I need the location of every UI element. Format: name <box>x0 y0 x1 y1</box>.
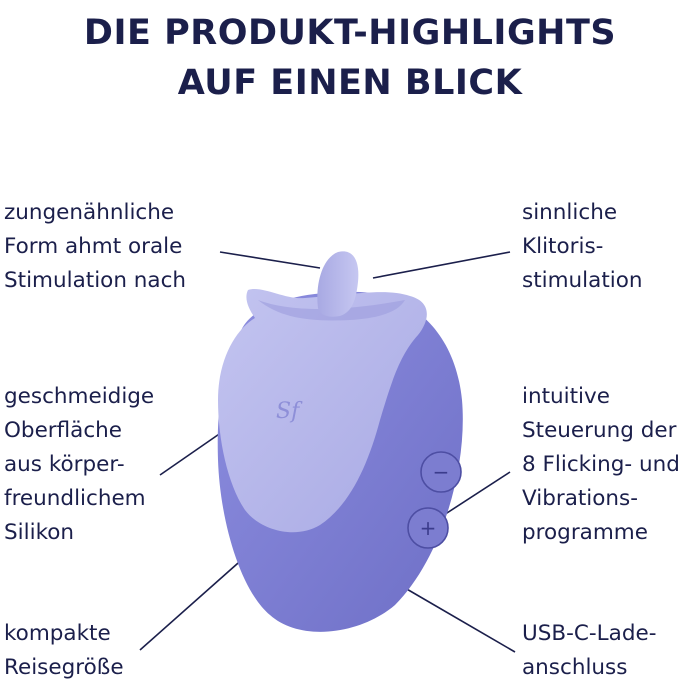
plus-icon: + <box>420 516 437 540</box>
leader-line-surface <box>159 429 226 476</box>
callout-intuitive-controls: intuitive Steuerung der 8 Flicking- und … <box>522 384 680 545</box>
product-top-shell <box>218 288 427 533</box>
control-buttons: − + <box>407 451 462 549</box>
leader-line-charging <box>404 587 516 653</box>
leader-lines <box>139 251 516 653</box>
plus-button[interactable] <box>407 507 449 549</box>
minus-icon: − <box>433 460 450 484</box>
callout-silicone-surface: geschmeidige Oberfläche aus körper- freu… <box>4 384 155 545</box>
headline-line-1: DIE PRODUKT-HIGHLIGHTS <box>83 13 617 53</box>
brand-logo: Sf <box>276 399 303 424</box>
callout-usb-c-charging: USB-C-Lade- anschluss <box>522 621 657 680</box>
leader-line-size <box>139 547 256 651</box>
callout-clitoral-stimulation: sinnliche Klitoris- stimulation <box>522 200 643 293</box>
product-tongue <box>317 251 359 317</box>
leader-line-clitoral <box>372 251 511 279</box>
callout-tongue-shape: zungenähnliche Form ahmt orale Stimulati… <box>4 200 187 293</box>
minus-button[interactable] <box>420 451 462 493</box>
headline: DIE PRODUKT-HIGHLIGHTS AUF EINEN BLICK <box>0 8 700 108</box>
leader-line-tongue <box>219 251 321 269</box>
headline-line-2: AUF EINEN BLICK <box>177 63 523 103</box>
callout-travel-size: kompakte Reisegröße <box>4 621 124 680</box>
